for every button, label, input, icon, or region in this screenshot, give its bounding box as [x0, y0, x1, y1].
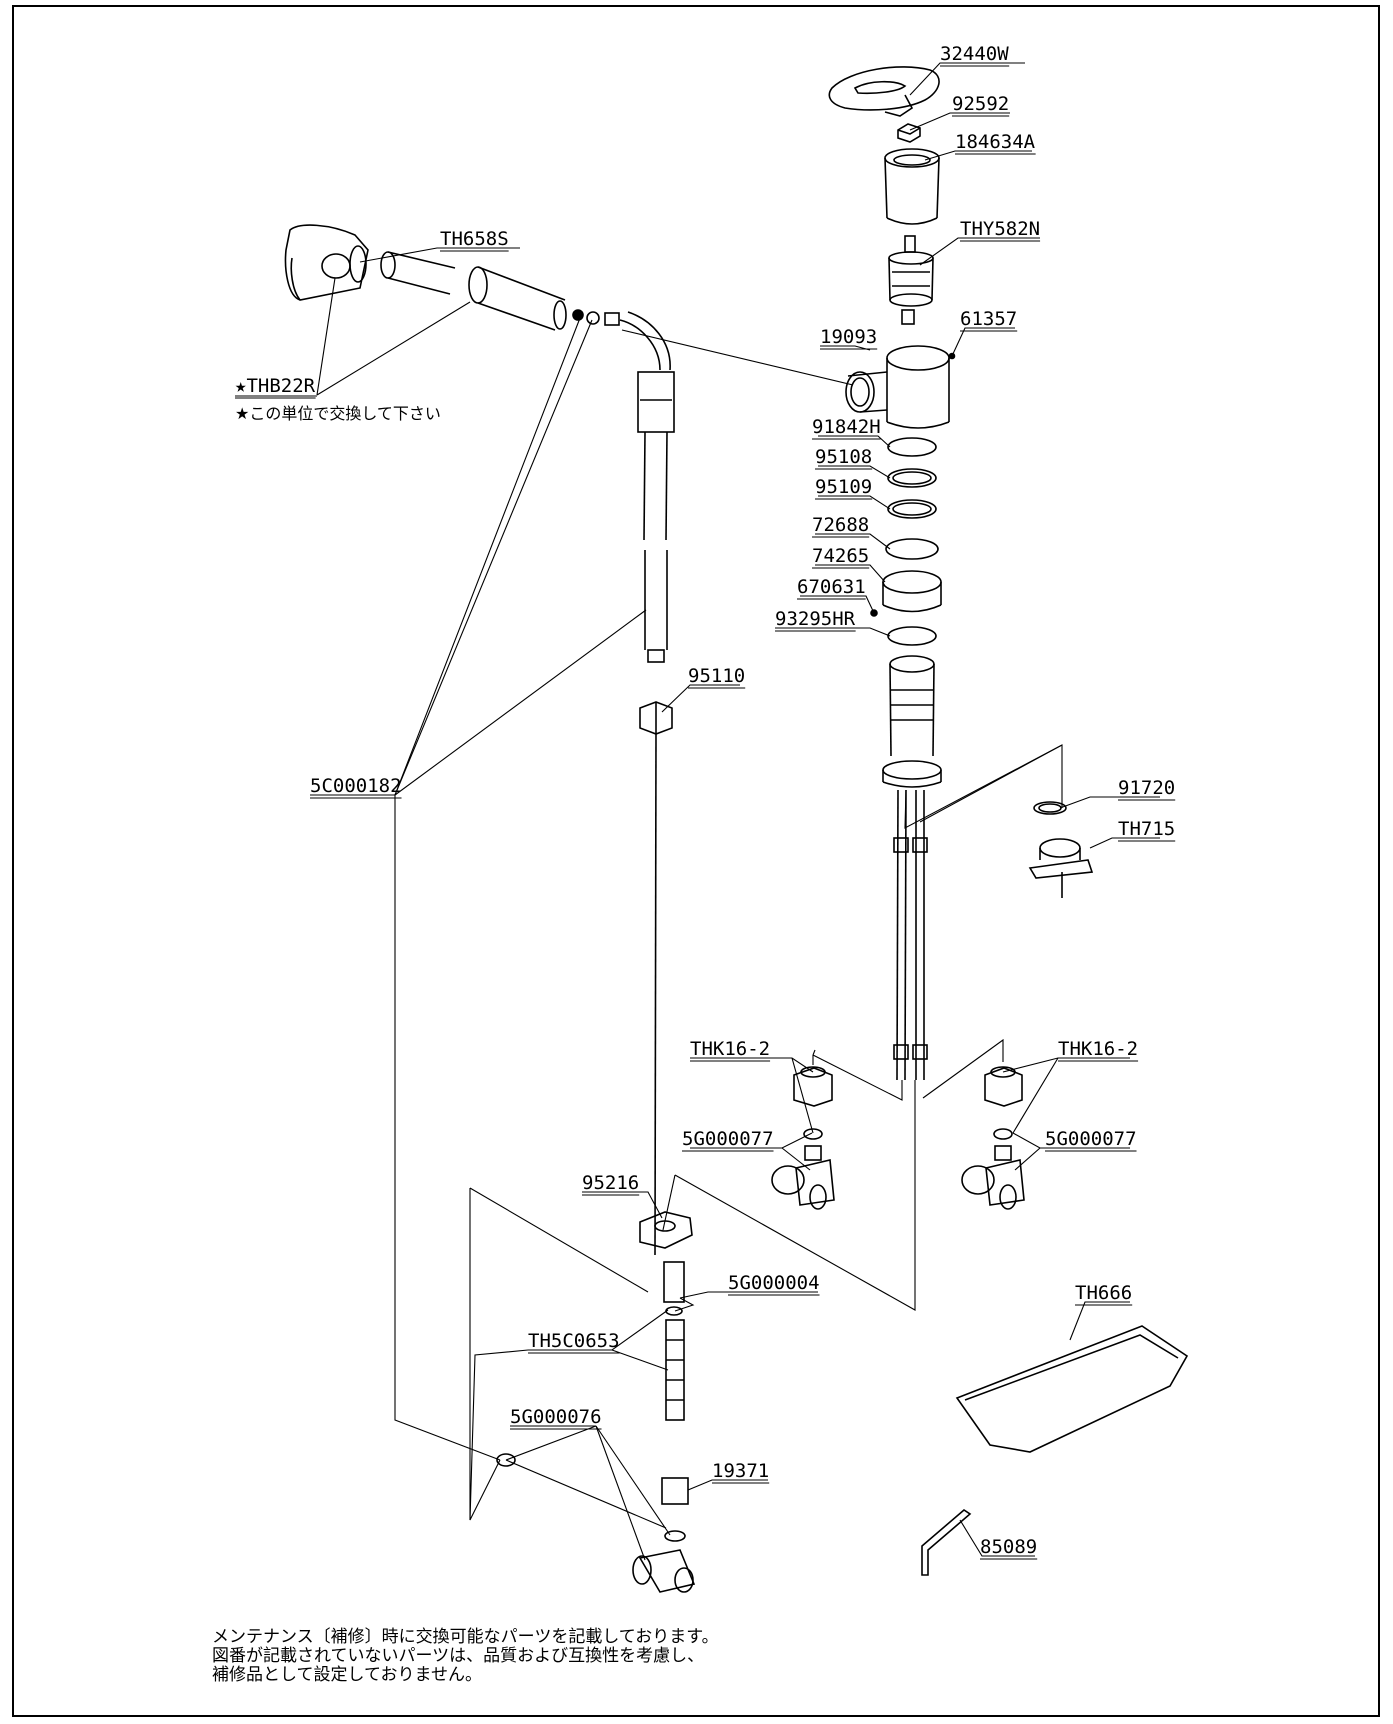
label-61357: 61357	[960, 308, 1017, 330]
label-TH658S: TH658S	[440, 228, 509, 250]
label-5G000077-right: 5G000077	[1045, 1128, 1137, 1150]
label-5C000182: 5C000182	[310, 775, 402, 797]
drawing-frame	[12, 5, 1380, 1717]
cartridge	[888, 235, 934, 325]
drain-tray	[955, 1325, 1189, 1453]
leader-lines	[235, 62, 1160, 1561]
label-95109: 95109	[815, 476, 872, 498]
label-95216: 95216	[582, 1172, 639, 1194]
label-670631: 670631	[797, 576, 866, 598]
hose-adapter	[661, 1261, 689, 1542]
label-THB22R: ★THB22R	[235, 375, 316, 397]
label-19371: 19371	[712, 1460, 769, 1482]
base-assembly	[882, 655, 942, 1081]
label-92592: 92592	[952, 93, 1009, 115]
label-72688: 72688	[812, 514, 869, 536]
spray-tube	[380, 251, 567, 331]
tee-joint	[496, 1453, 696, 1593]
label-95110: 95110	[688, 665, 745, 687]
thb-unit-note: ★この単位で交換して下さい	[235, 404, 441, 423]
footer-note-line2: 図番が記載されていないパーツは、品質および互換性を考慮し、	[212, 1646, 705, 1666]
label-91842H: 91842H	[812, 416, 881, 438]
stop-valve-right	[961, 1066, 1025, 1210]
hose	[637, 371, 675, 663]
label-TH715: TH715	[1118, 818, 1175, 840]
footer-note-line3: 補修品として設定しておりません。	[212, 1665, 482, 1685]
label-32440W: 32440W	[940, 43, 1009, 65]
lever-clamp	[1028, 801, 1094, 898]
label-85089: 85089	[980, 1536, 1037, 1558]
o-rings-stack	[870, 437, 942, 646]
hose-fittings	[572, 309, 671, 371]
label-95108: 95108	[815, 446, 872, 468]
label-THY582N: THY582N	[960, 218, 1040, 240]
label-THK16-2-left: THK16-2	[690, 1038, 770, 1060]
label-5G000077-left: 5G000077	[682, 1128, 774, 1150]
shower-head	[284, 224, 369, 301]
label-93295HR: 93295HR	[775, 608, 856, 630]
label-5G000076: 5G000076	[510, 1406, 602, 1428]
label-19093: 19093	[820, 326, 877, 348]
hex-key	[921, 1508, 972, 1576]
label-5G000004: 5G000004	[728, 1272, 820, 1294]
label-91720: 91720	[1118, 777, 1175, 799]
label-TH5C0653: TH5C0653	[528, 1330, 620, 1352]
faucet-body	[845, 345, 956, 429]
footer-note-line1: メンテナンス〔補修〕時に交換可能なパーツを記載しております。	[212, 1627, 719, 1647]
label-74265: 74265	[812, 545, 869, 567]
lever-handle	[828, 66, 940, 117]
label-THK16-2-right: THK16-2	[1058, 1038, 1138, 1060]
label-TH666: TH666	[1075, 1282, 1132, 1304]
cover-cylinder	[884, 148, 940, 225]
stop-valve-left	[771, 1066, 835, 1210]
cap-screw	[897, 123, 921, 143]
hose-nut	[639, 701, 673, 1256]
label-184634A: 184634A	[955, 131, 1036, 153]
part-labels: 32440W 92592 184634A THY582N TH658S 1909…	[235, 43, 1176, 1560]
